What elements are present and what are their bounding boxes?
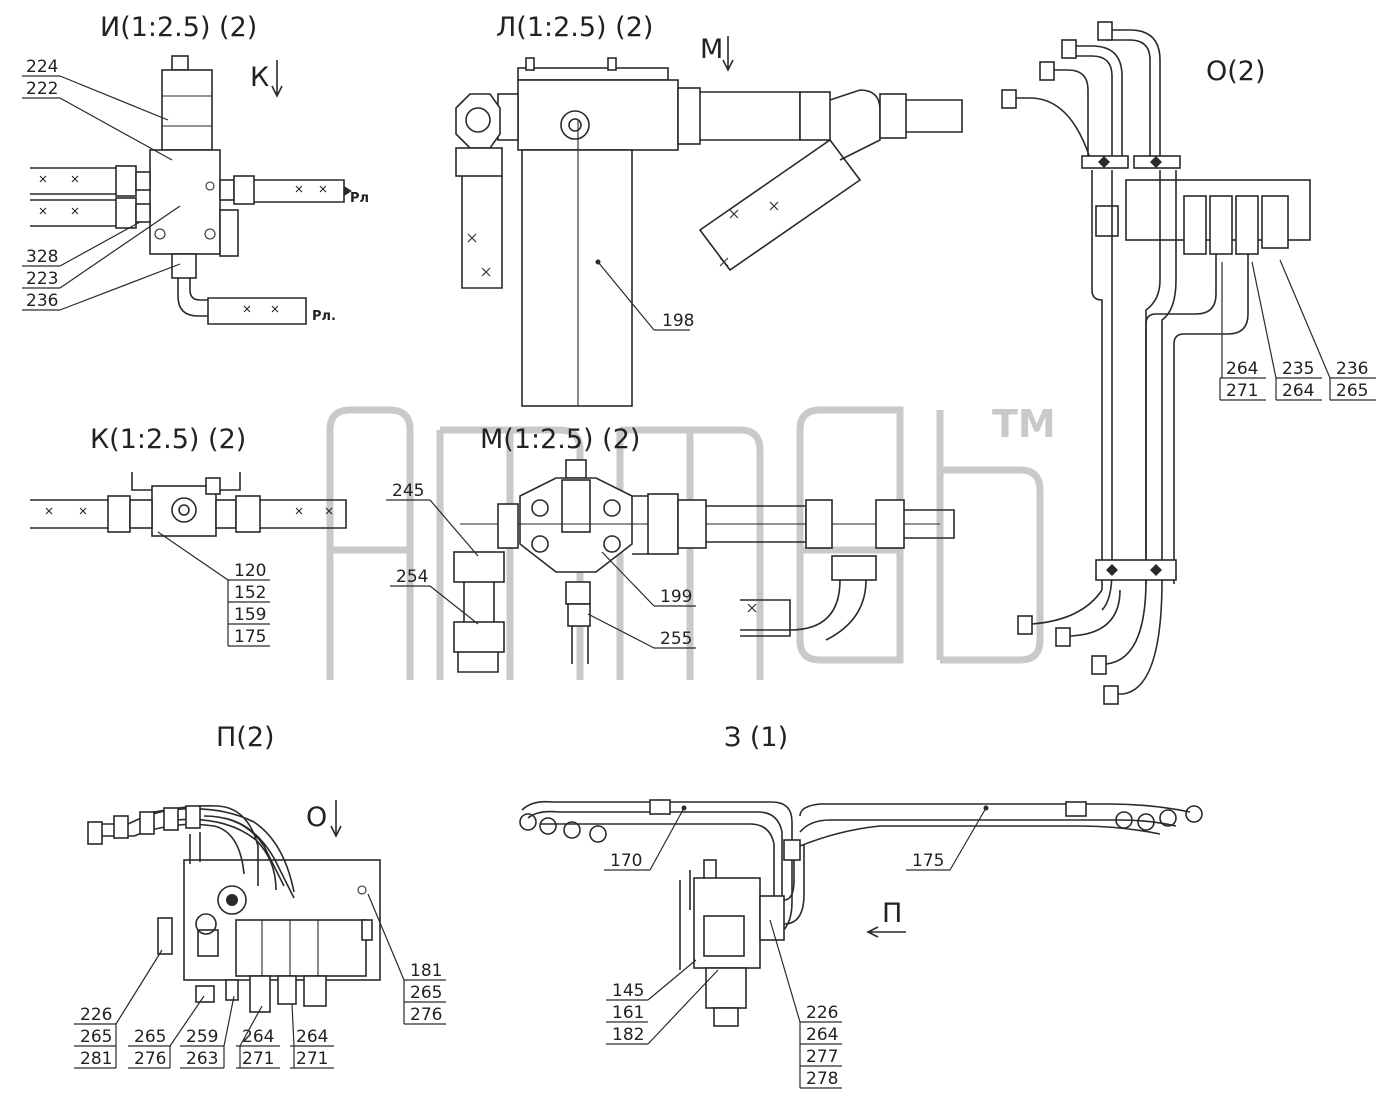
callout-num: 265: [80, 1027, 112, 1047]
callouts-K: 120 152 159 175: [157, 531, 270, 647]
callouts-O: 264 271 235 264 236 265: [1219, 259, 1376, 401]
callout-num: 264: [296, 1027, 328, 1047]
view-title-P: П(2): [216, 722, 275, 753]
callout-num: 181: [410, 961, 442, 981]
callout-num: 222: [26, 79, 58, 99]
view-title-L: Л(1:2.5) (2): [496, 12, 653, 43]
callout-num: 254: [396, 567, 428, 587]
view-title-I: И(1:2.5) (2): [100, 12, 257, 43]
callout-num: 264: [806, 1025, 838, 1045]
callouts-P: 226 265 281 265 276 259 263 264 271 264 …: [74, 893, 446, 1069]
callout-num: 236: [1336, 359, 1368, 379]
view-K: К(1:2.5) (2) 120 152 159 175: [30, 424, 347, 647]
callout-num: 198: [662, 311, 694, 331]
callout-num: 145: [612, 981, 644, 1001]
view-arrow-label-P: П: [882, 898, 902, 929]
callout-num: 265: [1336, 381, 1368, 401]
callout-num: 175: [234, 627, 266, 647]
view-title-O: О(2): [1206, 56, 1266, 87]
callout-num: 264: [1282, 381, 1314, 401]
view-I: И(1:2.5) (2) К Рл Рл. 224: [22, 12, 369, 325]
callout-num: 277: [806, 1047, 838, 1067]
callout-num: 265: [134, 1027, 166, 1047]
view-title-K: К(1:2.5) (2): [90, 424, 246, 455]
watermark: TM: [326, 402, 1056, 680]
callout-num: 226: [80, 1005, 112, 1025]
callout-num: 236: [26, 291, 58, 311]
callout-num: 159: [234, 605, 266, 625]
view-O: О(2) 264 271: [1001, 21, 1376, 705]
callout-num: 271: [1226, 381, 1258, 401]
view-arrow-label-O: О: [306, 802, 327, 833]
callout-num: 281: [80, 1049, 112, 1069]
callout-num: 170: [610, 851, 642, 871]
callout-num: 182: [612, 1025, 644, 1045]
callout-num: 265: [410, 983, 442, 1003]
line-label-rl2: Рл.: [312, 309, 336, 324]
callout-num: 276: [410, 1005, 442, 1025]
callouts-I: 224 222 328 223 236: [22, 57, 181, 311]
callout-num: 276: [134, 1049, 166, 1069]
callout-num: 264: [242, 1027, 274, 1047]
callout-num: 259: [186, 1027, 218, 1047]
callout-num: 175: [912, 851, 944, 871]
view-title-M: М(1:2.5) (2): [480, 424, 640, 455]
callout-num: 235: [1282, 359, 1314, 379]
callout-num: 226: [806, 1003, 838, 1023]
callout-num: 224: [26, 57, 58, 77]
callout-num: 328: [26, 247, 58, 267]
trademark-label: TM: [992, 402, 1056, 446]
callout-num: 278: [806, 1069, 838, 1089]
view-Z: З (1) П 170 175 145 161: [519, 722, 1203, 1089]
callout-num: 152: [234, 583, 266, 603]
callout-num: 120: [234, 561, 266, 581]
callout-num: 271: [242, 1049, 274, 1069]
callout-num: 245: [392, 481, 424, 501]
callout-num: 271: [296, 1049, 328, 1069]
view-arrow-label-K: К: [250, 62, 269, 93]
view-M: М(1:2.5) (2) 245 254 19: [386, 424, 955, 673]
callouts-Z: 170 175 145 161 182 226 264 277 278: [604, 805, 989, 1089]
view-P: П(2) О 226 265 281: [74, 722, 446, 1069]
callout-num: 255: [660, 629, 692, 649]
callouts-M: 245 254 199 255: [386, 481, 696, 649]
callout-num: 223: [26, 269, 58, 289]
view-arrow-label-M: М: [700, 34, 723, 65]
callout-num: 199: [660, 587, 692, 607]
callout-num: 263: [186, 1049, 218, 1069]
line-label-rl1: Рл: [350, 191, 369, 206]
view-L: Л(1:2.5) (2) М 198: [455, 12, 963, 407]
callout-num: 264: [1226, 359, 1258, 379]
view-title-Z: З (1): [724, 722, 788, 753]
callout-num: 161: [612, 1003, 644, 1023]
